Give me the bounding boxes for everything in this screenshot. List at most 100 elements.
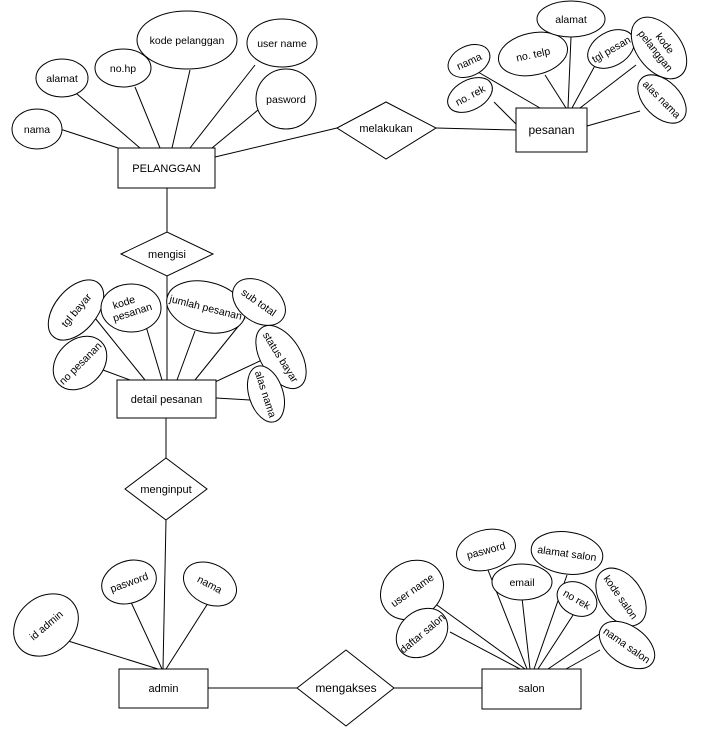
- attr-pelanggan-nohp[interactable]: no.hp: [94, 48, 152, 88]
- relationship-mengakses[interactable]: mengakses: [296, 649, 395, 727]
- attr-pelanggan-pasword-ellipse: [255, 68, 317, 130]
- attr-pelanggan-alamat[interactable]: alamat: [35, 58, 89, 98]
- attr-pelanggan-alamat-ellipse: [35, 58, 89, 98]
- attr-salon-email[interactable]: email: [491, 563, 553, 601]
- edge-salon-username: [429, 599, 526, 670]
- attr-detail-tglbayar-ellipse: [47, 279, 105, 341]
- edge-menginput-admin: [162, 519, 167, 670]
- entity-pelanggan[interactable]: PELANGGAN: [117, 147, 216, 189]
- edge-pesanan-alamat: [567, 36, 572, 109]
- attr-pesanan-nama-ellipse: [447, 44, 491, 78]
- edge-salon-nama: [565, 649, 601, 670]
- entity-pesanan-box: [515, 107, 588, 153]
- attr-pesanan-norek-ellipse: [447, 77, 493, 113]
- attr-pelanggan-kode-pelanggan[interactable]: kode pelanggan: [136, 10, 238, 70]
- attr-pesanan-no-telp[interactable]: no. telp: [494, 26, 571, 82]
- entity-admin-label: admin: [149, 683, 179, 695]
- attr-detail-alas-nama[interactable]: alas nama: [241, 361, 291, 427]
- edge-admin-nama: [165, 599, 211, 670]
- entity-admin[interactable]: admin: [118, 668, 209, 709]
- relationship-menginput-label: menginput: [140, 484, 191, 496]
- attr-salon-alamat-salon[interactable]: alamat salon: [528, 527, 605, 579]
- relationship-melakukan[interactable]: melakukan: [336, 101, 438, 160]
- attr-detail-no-pesanan[interactable]: no pesanan: [43, 326, 118, 401]
- attr-pelanggan-nohp-label: no.hp: [110, 63, 136, 75]
- attr-detail-alasnama-ellipse: [247, 365, 285, 423]
- attr-salon-kode-salon[interactable]: kode salon: [585, 559, 656, 636]
- relationship-melakukan-diamond: [336, 101, 438, 160]
- attr-pesanan-nama[interactable]: nama: [443, 38, 496, 84]
- attr-pelanggan-nama-ellipse: [11, 108, 63, 150]
- attr-detail-nopesanan-ellipse: [52, 335, 108, 391]
- attr-salon-email-label: email: [509, 577, 534, 589]
- edge-detail-kode: [144, 322, 163, 381]
- attr-pesanan-kode-pelanggan[interactable]: kode pelanggan: [620, 7, 698, 89]
- attr-pesanan-alas-nama[interactable]: alas nama: [629, 66, 695, 132]
- attr-salon-pasword[interactable]: pasword: [452, 523, 520, 577]
- attr-admin-pasword[interactable]: pasword: [96, 553, 163, 612]
- edge-detail-statusbayar: [214, 359, 263, 383]
- edge-detail-tglbayar: [94, 317, 146, 381]
- relationship-mengakses-diamond: [296, 649, 395, 727]
- edge-pelanggan-username: [189, 64, 256, 149]
- attr-admin-id-admin[interactable]: id admin: [1, 581, 91, 669]
- attr-detail-sub-total[interactable]: sub total: [224, 269, 294, 335]
- attr-pelanggan-nama[interactable]: nama: [11, 108, 63, 150]
- attr-pesanan-alamat[interactable]: alamat: [536, 0, 606, 38]
- relationship-menginput[interactable]: menginput: [124, 457, 208, 521]
- edge-pelanggan-alamat: [69, 87, 141, 149]
- edge-pesanan-kode: [579, 64, 637, 109]
- attr-salon-daftar-salon[interactable]: daftar salon: [386, 598, 457, 668]
- edge-detail-nopesanan: [102, 369, 131, 381]
- edge-pelanggan-nama: [59, 128, 119, 149]
- entity-pelanggan-box: [117, 147, 216, 189]
- attr-admin-nama[interactable]: nama: [176, 553, 244, 615]
- attr-detail-tgl-bayar[interactable]: tgl bayar: [37, 270, 114, 351]
- attr-detail-kode-pesanan[interactable]: kode pesanan: [100, 283, 162, 333]
- entity-pesanan-label: pesanan: [528, 123, 574, 137]
- edge-detail-subtotal: [194, 317, 246, 381]
- relationship-melakukan-label: melakukan: [359, 123, 412, 135]
- attr-pesanan-alamat-label: alamat: [555, 14, 587, 26]
- entity-salon[interactable]: salon: [481, 668, 582, 710]
- attr-salon-user-name[interactable]: user name: [369, 548, 455, 632]
- edge-admin-idadmin: [64, 639, 159, 670]
- edge-pesanan-norek: [493, 101, 517, 125]
- edge-pesanan-notelp: [544, 74, 567, 109]
- entity-pesanan[interactable]: pesanan: [515, 107, 588, 153]
- attr-salon-alamat-ellipse: [530, 531, 604, 575]
- relationship-menginput-diamond: [124, 457, 208, 521]
- edge-admin-pasword: [129, 599, 163, 670]
- edges: [59, 36, 641, 689]
- attr-pelanggan-username-label: user name: [257, 38, 307, 50]
- edge-pelanggan-pasword: [211, 109, 259, 149]
- edge-pelanggan-melakukan: [214, 127, 338, 158]
- entity-admin-box: [118, 668, 209, 709]
- attr-detail-subtotal-ellipse: [232, 278, 286, 326]
- attr-pelanggan-kode-ellipse: [136, 10, 238, 70]
- attr-pesanan-no-rek[interactable]: no. rek: [442, 70, 498, 119]
- attr-pesanan-kode-ellipse: [630, 16, 688, 80]
- attr-detail-jumlah-pesanan[interactable]: jumlah pesanan: [161, 273, 251, 341]
- relationship-mengisi-label: mengisi: [148, 249, 186, 261]
- attr-pelanggan-kode-label: kode pelanggan: [150, 35, 225, 47]
- attr-pelanggan-user-name[interactable]: user name: [246, 18, 318, 68]
- attr-admin-pasword-ellipse: [101, 559, 157, 605]
- edge-pelanggan-kode: [171, 69, 191, 149]
- edge-salon-daftar: [449, 631, 521, 670]
- attr-pelanggan-nohp-ellipse: [94, 48, 152, 88]
- entity-detail-pesanan[interactable]: detail pesanan: [116, 379, 217, 419]
- attr-pelanggan-pasword[interactable]: pasword: [255, 68, 317, 130]
- attr-admin-idadmin-ellipse: [13, 593, 79, 657]
- edge-pelanggan-nohp: [134, 86, 161, 149]
- attr-salon-no-rek[interactable]: no rek: [551, 575, 603, 624]
- relationship-mengisi[interactable]: mengisi: [119, 231, 215, 277]
- attr-pelanggan-alamat-label: alamat: [46, 73, 78, 85]
- edge-pesanan-alasnama: [586, 110, 641, 127]
- attr-pelanggan-pasword-label: pasword: [266, 94, 306, 106]
- attr-pelanggan-nama-label: nama: [24, 124, 50, 136]
- edge-salon-email: [521, 597, 531, 670]
- edge-pesanan-tglpesan: [571, 59, 599, 109]
- attr-pesanan-alasnama-ellipse: [637, 74, 687, 124]
